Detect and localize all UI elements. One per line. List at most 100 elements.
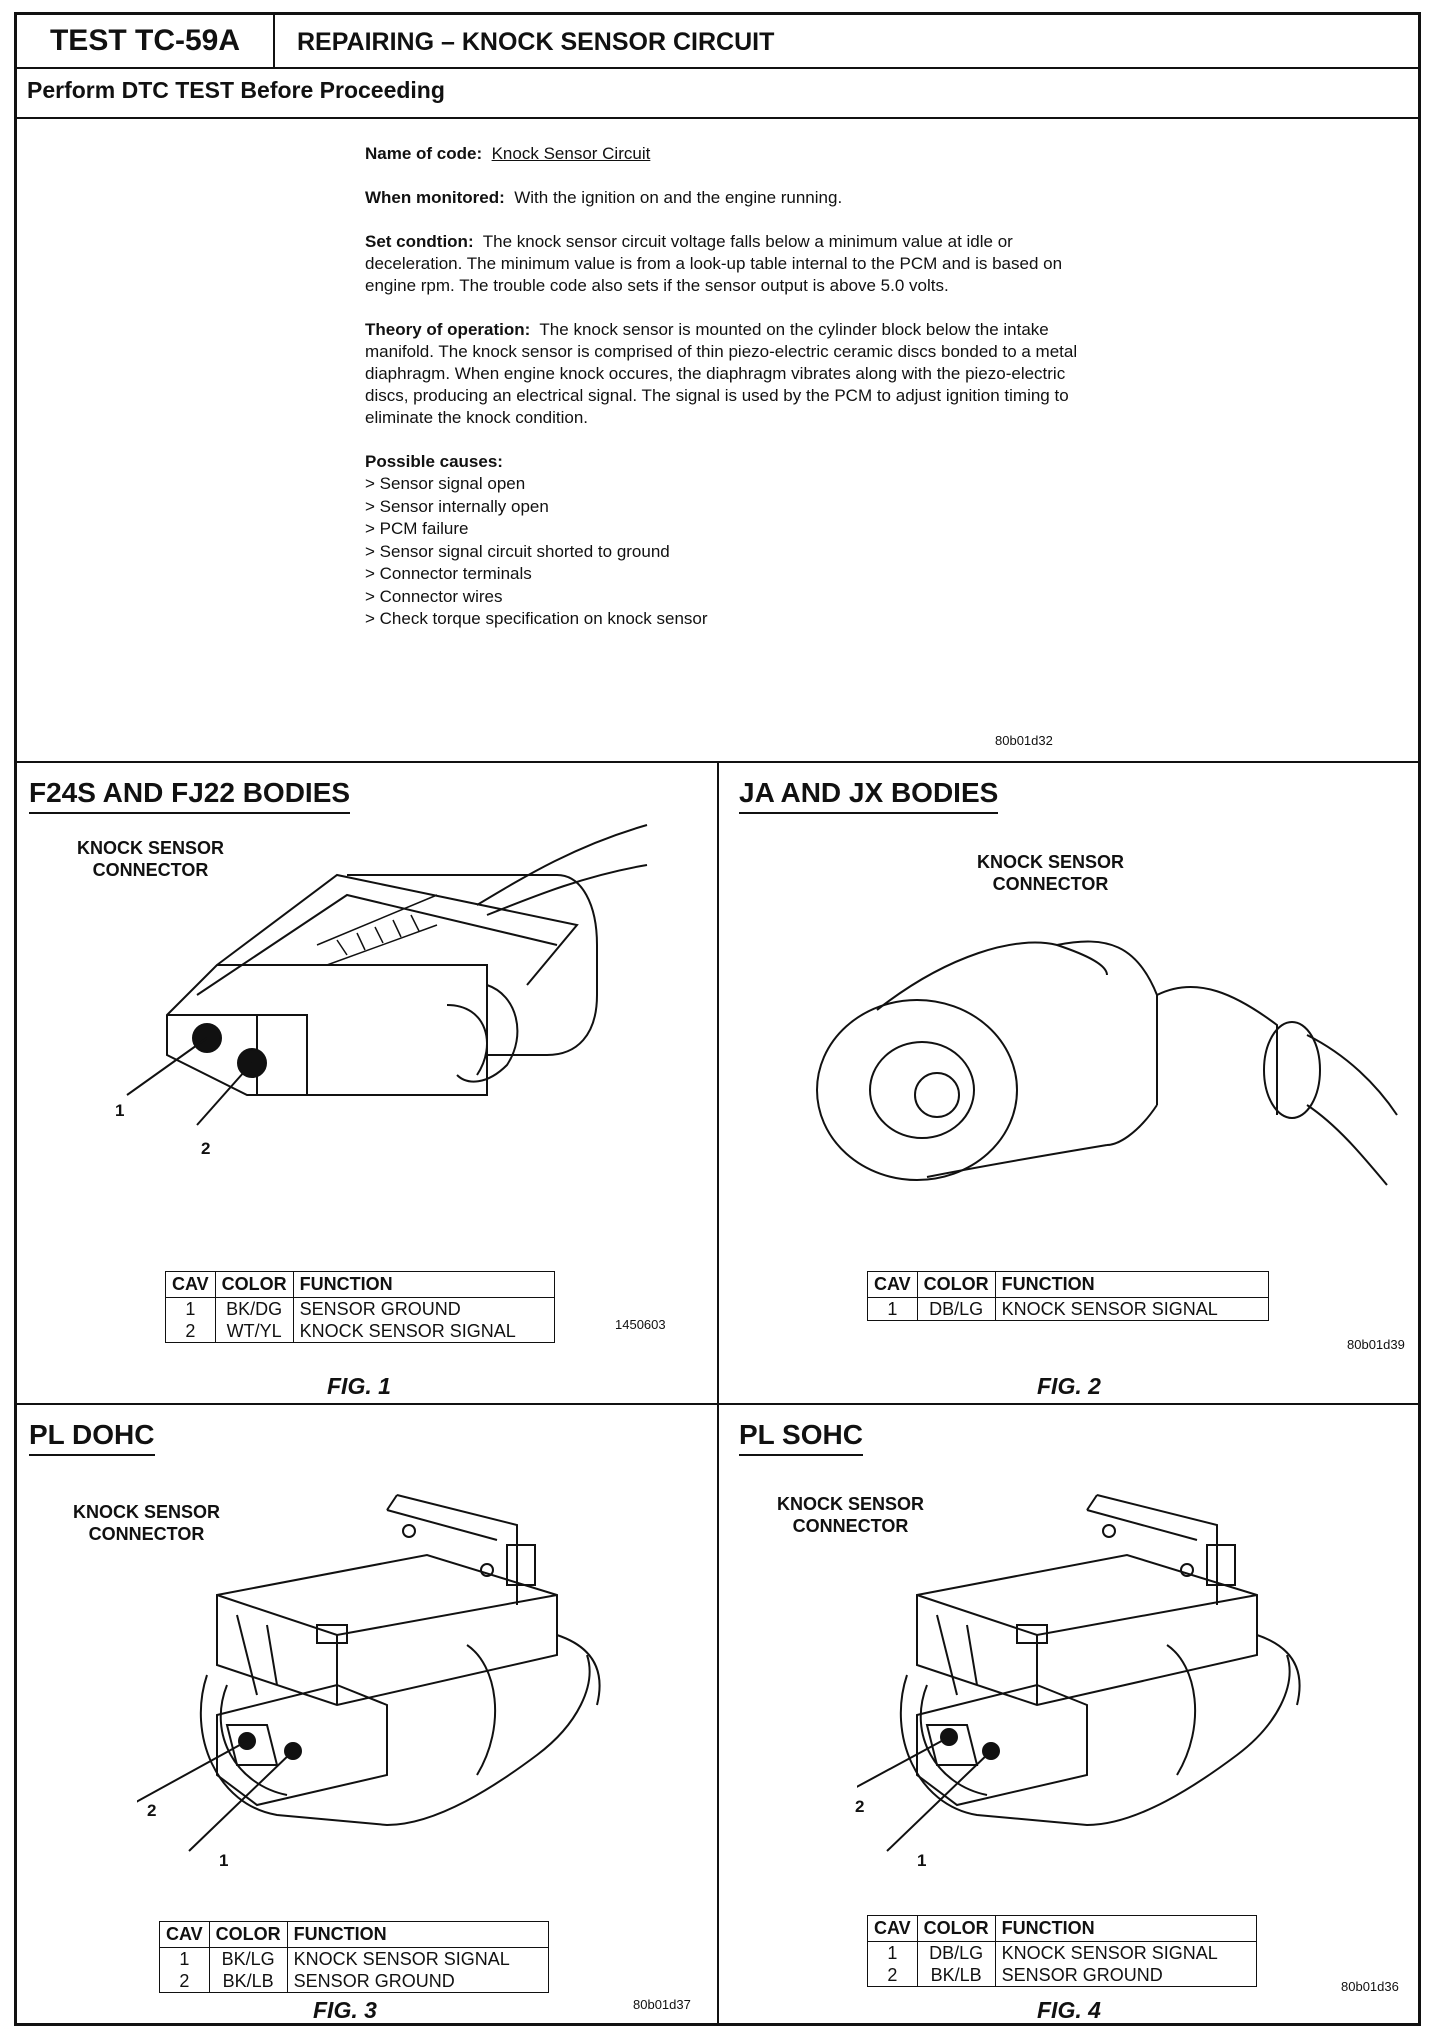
set-condition-value: The knock sensor circuit voltage falls b… (365, 232, 1063, 295)
cell-function: KNOCK SENSOR SIGNAL (994, 1297, 1269, 1321)
test-id: TEST TC-59A (17, 15, 275, 67)
cause-item: > Sensor signal open (365, 474, 526, 493)
panel3-connector-label: KNOCK SENSOR CONNECTOR (73, 1501, 220, 1545)
panel3-ref: 80b01d37 (633, 1997, 691, 2012)
causes-list: > Sensor signal open > Sensor internally… (365, 473, 1085, 631)
cell-cav: 1 (159, 1947, 210, 1970)
col-header-color: COLOR (916, 1915, 996, 1942)
cell-cav: 1 (165, 1297, 216, 1320)
panel1-title: F24S AND FJ22 BODIES (29, 777, 351, 814)
cell-function: KNOCK SENSOR SIGNAL (994, 1941, 1257, 1964)
figure-caption: FIG. 3 (313, 1997, 377, 2023)
pin-label: 1 (115, 1101, 125, 1120)
knock-sensor-connector-drawing (137, 1494, 601, 1852)
cell-color: BK/DG (214, 1297, 294, 1320)
possible-causes: Possible causes: > Sensor signal open > … (365, 451, 1085, 631)
perform-instruction: Perform DTC TEST Before Proceeding (27, 77, 445, 103)
cell-color: BK/LG (208, 1947, 288, 1970)
divider (717, 763, 719, 2026)
cell-function: KNOCK SENSOR SIGNAL (286, 1947, 549, 1970)
figure-caption: FIG. 2 (1037, 1373, 1101, 1399)
col-header-cav: CAV (867, 1915, 918, 1942)
knock-sensor-connector-drawing (126, 824, 648, 1126)
table-row: 1 DB/LG KNOCK SENSOR SIGNAL (867, 1297, 1269, 1321)
panel3-pinout-table: CAV COLOR FUNCTION 1 BK/LG KNOCK SENSOR … (159, 1921, 549, 1993)
col-header-color: COLOR (214, 1271, 294, 1298)
connector-label-line1: KNOCK SENSOR (777, 1494, 925, 1514)
pin-label: 1 (917, 1851, 927, 1870)
cause-item: > Sensor signal circuit shorted to groun… (365, 541, 670, 561)
pin-label: 2 (855, 1797, 865, 1816)
connector-label-line1: KNOCK SENSOR (977, 852, 1125, 872)
panel4-title: PL SOHC (739, 1419, 863, 1456)
panel2-title: JA AND JX BODIES (739, 777, 999, 814)
pin-label: 2 (201, 1139, 211, 1158)
connector-label-line2: CONNECTOR (992, 874, 1109, 894)
panel3-title: PL DOHC (29, 1419, 155, 1456)
table-row: 2 WT/YL KNOCK SENSOR SIGNAL (165, 1320, 555, 1343)
cause-item: > Connector terminals (365, 564, 532, 583)
col-header-function: FUNCTION (286, 1921, 549, 1948)
figure-caption: FIG. 4 (1037, 1997, 1101, 2023)
panel4-pinout-table: CAV COLOR FUNCTION 1 DB/LG KNOCK SENSOR … (867, 1915, 1257, 1987)
cell-cav: 2 (867, 1964, 918, 1987)
divider (17, 761, 1418, 763)
knock-sensor-connector-drawing (816, 940, 1398, 1186)
col-header-function: FUNCTION (994, 1271, 1269, 1298)
cell-cav: 1 (867, 1297, 918, 1321)
knock-sensor-connector-drawing (857, 1494, 1301, 1852)
col-header-color: COLOR (916, 1271, 996, 1298)
name-of-code-value: Knock Sensor Circuit (491, 144, 651, 163)
possible-causes-label: Possible causes: (365, 452, 503, 471)
service-manual-page: TEST TC-59A REPAIRING – KNOCK SENSOR CIR… (14, 12, 1421, 2026)
panel1-pinout-table: CAV COLOR FUNCTION 1 BK/DG SENSOR GROUND… (165, 1271, 555, 1343)
panel2-connector-label: KNOCK SENSOR CONNECTOR (977, 851, 1124, 895)
col-header-function: FUNCTION (994, 1915, 1257, 1942)
panel1-connector-label: KNOCK SENSOR CONNECTOR (77, 837, 224, 881)
figure-caption: FIG. 1 (327, 1373, 391, 1399)
table-row: 1 BK/LG KNOCK SENSOR SIGNAL (159, 1947, 549, 1970)
theory-label: Theory of operation: (365, 320, 531, 339)
cell-color: DB/LG (916, 1941, 996, 1964)
panel2-ref: 80b01d39 (1347, 1337, 1405, 1352)
col-header-cav: CAV (165, 1271, 216, 1298)
connector-label-line2: CONNECTOR (792, 1516, 909, 1536)
when-monitored: When monitored: With the ignition on and… (365, 187, 1085, 209)
table-row: 2 BK/LB SENSOR GROUND (867, 1964, 1257, 1987)
cause-item: > Sensor internally open (365, 496, 549, 516)
cell-color: BK/LB (916, 1964, 996, 1987)
col-header-color: COLOR (208, 1921, 288, 1948)
name-of-code: Name of code: Knock Sensor Circuit (365, 143, 1085, 165)
cell-function: SENSOR GROUND (292, 1297, 555, 1320)
cell-function: SENSOR GROUND (994, 1964, 1257, 1987)
set-condition: Set condtion: The knock sensor circuit v… (365, 231, 1085, 297)
connector-label-line1: KNOCK SENSOR (73, 1502, 221, 1522)
cause-item: > Connector wires (365, 586, 503, 606)
theory-of-operation: Theory of operation: The knock sensor is… (365, 319, 1085, 429)
set-condition-label: Set condtion: (365, 232, 474, 251)
connector-label-line2: CONNECTOR (88, 1524, 205, 1544)
col-header-function: FUNCTION (292, 1271, 555, 1298)
col-header-cav: CAV (867, 1271, 918, 1298)
cause-item: > Check torque specification on knock se… (365, 609, 708, 628)
info-ref: 80b01d32 (995, 733, 1053, 748)
table-row: 2 BK/LB SENSOR GROUND (159, 1970, 549, 1993)
theory-value: The knock sensor is mounted on the cylin… (365, 320, 1078, 427)
panel4-ref: 80b01d36 (1341, 1979, 1399, 1994)
name-of-code-label: Name of code: (365, 144, 483, 163)
cell-cav: 2 (159, 1970, 210, 1993)
cell-color: WT/YL (214, 1320, 294, 1343)
table-row: 1 DB/LG KNOCK SENSOR SIGNAL (867, 1941, 1257, 1964)
when-monitored-label: When monitored: (365, 188, 505, 207)
cause-item: > PCM failure (365, 519, 469, 538)
connector-label-line1: KNOCK SENSOR (77, 838, 225, 858)
when-monitored-value: With the ignition on and the engine runn… (514, 188, 843, 207)
panel4-connector-label: KNOCK SENSOR CONNECTOR (777, 1493, 924, 1537)
cell-cav: 2 (165, 1320, 216, 1343)
cell-function: SENSOR GROUND (286, 1970, 549, 1993)
connector-label-line2: CONNECTOR (92, 860, 209, 880)
panel2-pinout-table: CAV COLOR FUNCTION 1 DB/LG KNOCK SENSOR … (867, 1271, 1269, 1321)
page-header: TEST TC-59A REPAIRING – KNOCK SENSOR CIR… (17, 15, 1418, 69)
cell-function: KNOCK SENSOR SIGNAL (292, 1320, 555, 1343)
col-header-cav: CAV (159, 1921, 210, 1948)
